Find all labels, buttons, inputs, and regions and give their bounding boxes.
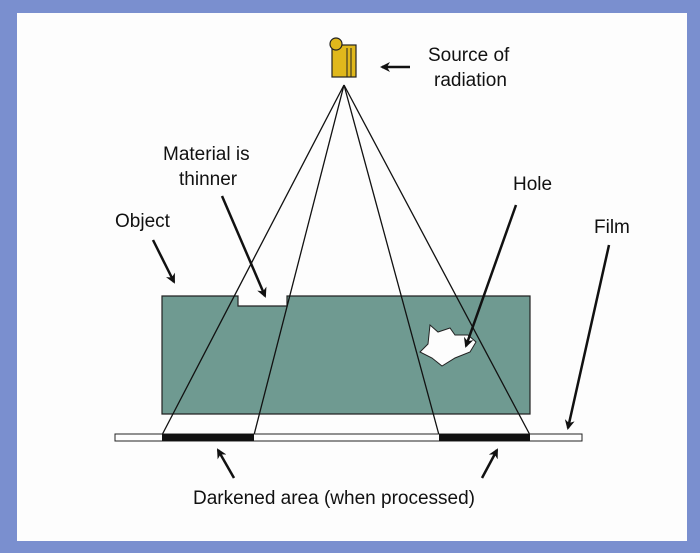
film-label: Film <box>594 217 630 238</box>
hole-label: Hole <box>513 174 552 195</box>
ray-4 <box>343 84 531 436</box>
film-arrow <box>564 244 611 430</box>
object-label: Object <box>115 211 171 232</box>
darkened-area-left <box>162 434 254 441</box>
ray-2 <box>253 84 345 436</box>
source-label-line1: Source of <box>428 45 510 66</box>
material-label-line2: thinner <box>179 169 238 190</box>
source-label-line2: radiation <box>434 70 507 91</box>
darkened-area-label: Darkened area (when processed) <box>193 488 475 509</box>
hole <box>419 323 477 367</box>
radiation-source-icon <box>329 37 357 78</box>
hole-arrow <box>463 204 518 348</box>
darkened-left-arrow <box>216 448 236 479</box>
object-block <box>161 295 531 415</box>
ray-1 <box>161 84 345 436</box>
darkened-area-right <box>439 434 530 441</box>
material-arrow <box>220 195 267 298</box>
radiation-rays <box>161 84 531 436</box>
film-strip <box>114 433 583 442</box>
object-arrow <box>151 239 176 284</box>
ray-3 <box>343 84 440 436</box>
darkened-right-arrow <box>480 448 499 479</box>
material-label-line1: Material is <box>163 144 250 165</box>
